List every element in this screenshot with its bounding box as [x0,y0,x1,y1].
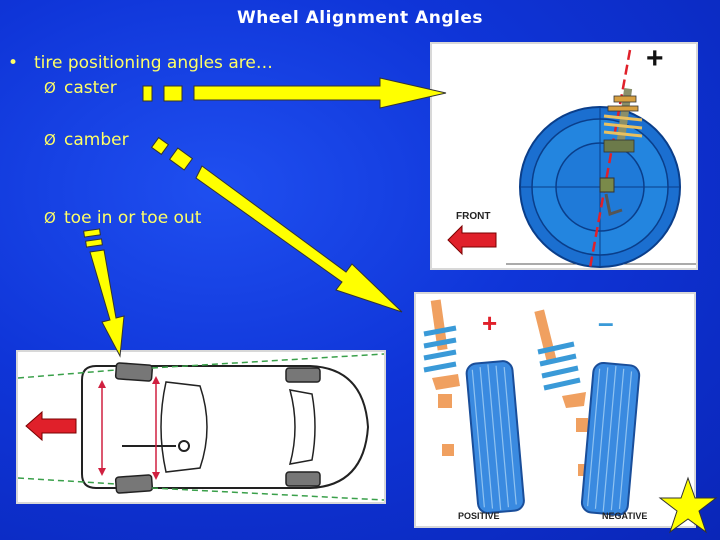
toe-diagram [16,350,386,504]
caster-arrow [142,77,447,109]
star-icon [658,476,718,534]
caster-plus-label: + [646,44,664,75]
arrow-bullet-icon: Ø [44,79,56,97]
positive-label: POSITIVE [458,511,500,521]
red-front-arrow-icon [25,410,77,442]
toe-arrow [83,228,125,358]
bullet-dot-icon: • [8,53,19,73]
camber-arrow [150,136,403,313]
camber-plus-label: + [482,308,497,338]
red-front-arrow-icon [447,224,497,256]
main-bullet-text: tire positioning angles are… [34,53,273,73]
arrow-bullet-icon: Ø [44,209,56,227]
caster-diagram: + FRONT [430,42,698,270]
camber-diagram: + – POSITIVE NEGATIVE [414,292,696,528]
front-label: FRONT [456,211,490,222]
subitem-toe-label: toe in or toe out [64,208,202,228]
camber-minus-label: – [598,307,614,338]
slide-title: Wheel Alignment Angles [236,8,484,28]
subitem-camber-label: camber [64,130,129,150]
subitem-caster-label: caster [64,78,117,98]
arrow-bullet-icon: Ø [44,131,56,149]
negative-label: NEGATIVE [602,511,647,521]
